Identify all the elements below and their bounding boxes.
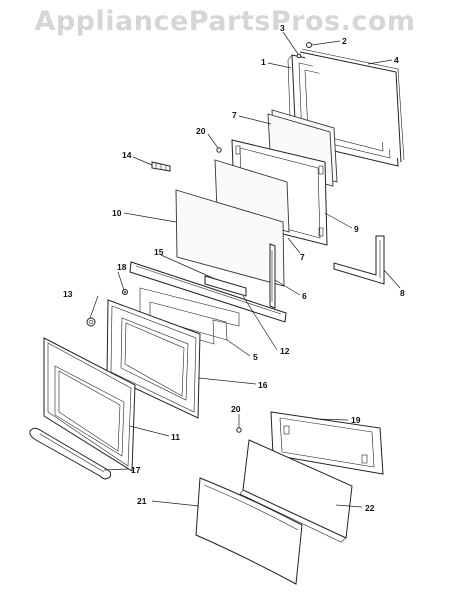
part-14-hinge-bracket[interactable] bbox=[151, 161, 171, 172]
part-20-screw-upper[interactable] bbox=[216, 147, 222, 153]
callout-12: 12 bbox=[280, 346, 290, 356]
part-8-l-bracket[interactable] bbox=[333, 235, 385, 285]
callout-17: 17 bbox=[131, 465, 141, 475]
callout-20-lower: 20 bbox=[231, 404, 241, 414]
part-18-nut[interactable] bbox=[122, 289, 128, 295]
part-6-side-channel[interactable] bbox=[269, 243, 276, 309]
part-3-screw[interactable] bbox=[296, 53, 302, 59]
callout-5: 5 bbox=[253, 352, 258, 362]
callout-8: 8 bbox=[400, 288, 405, 298]
callout-18: 18 bbox=[117, 262, 127, 272]
callout-20-upper: 20 bbox=[196, 126, 206, 136]
callout-14: 14 bbox=[122, 150, 132, 160]
callout-labels: 2 3 4 1 7 20 14 9 10 15 7 6 8 18 12 13 5… bbox=[63, 23, 405, 513]
callout-4: 4 bbox=[394, 55, 399, 65]
callout-11: 11 bbox=[171, 432, 180, 442]
part-17-handle[interactable] bbox=[29, 427, 112, 480]
callout-21: 21 bbox=[137, 496, 147, 506]
callout-6: 6 bbox=[302, 291, 307, 301]
part-19-drawer-back[interactable] bbox=[270, 411, 384, 475]
callout-13: 13 bbox=[63, 289, 73, 299]
callout-3: 3 bbox=[280, 23, 285, 33]
part-22-drawer-inner[interactable] bbox=[239, 439, 353, 543]
callout-7-upper: 7 bbox=[232, 110, 237, 120]
part-20-screw-lower[interactable] bbox=[236, 427, 242, 433]
part-13-bumper[interactable] bbox=[86, 317, 96, 327]
callout-10: 10 bbox=[112, 208, 122, 218]
callout-15: 15 bbox=[154, 247, 164, 257]
callout-7-lower: 7 bbox=[300, 252, 305, 262]
callout-19: 19 bbox=[351, 415, 361, 425]
leader-lines bbox=[89, 31, 401, 508]
part-15-trim-strip[interactable] bbox=[129, 261, 287, 323]
part-2-screw[interactable] bbox=[306, 42, 312, 48]
part-21-drawer-front[interactable] bbox=[195, 477, 303, 585]
callout-1: 1 bbox=[261, 57, 266, 67]
callout-22: 22 bbox=[365, 503, 375, 513]
part-16-door-liner[interactable] bbox=[106, 299, 201, 419]
callout-16: 16 bbox=[258, 380, 268, 390]
callout-9: 9 bbox=[354, 224, 359, 234]
part-12-insulation[interactable] bbox=[204, 275, 247, 297]
watermark: AppliancePartsPros.com bbox=[34, 6, 416, 37]
part-4-edge-strip[interactable] bbox=[299, 48, 405, 163]
part-10-inner-glass[interactable] bbox=[175, 189, 285, 287]
part-11-outer-door-panel[interactable] bbox=[43, 337, 136, 472]
callout-2: 2 bbox=[342, 36, 347, 46]
